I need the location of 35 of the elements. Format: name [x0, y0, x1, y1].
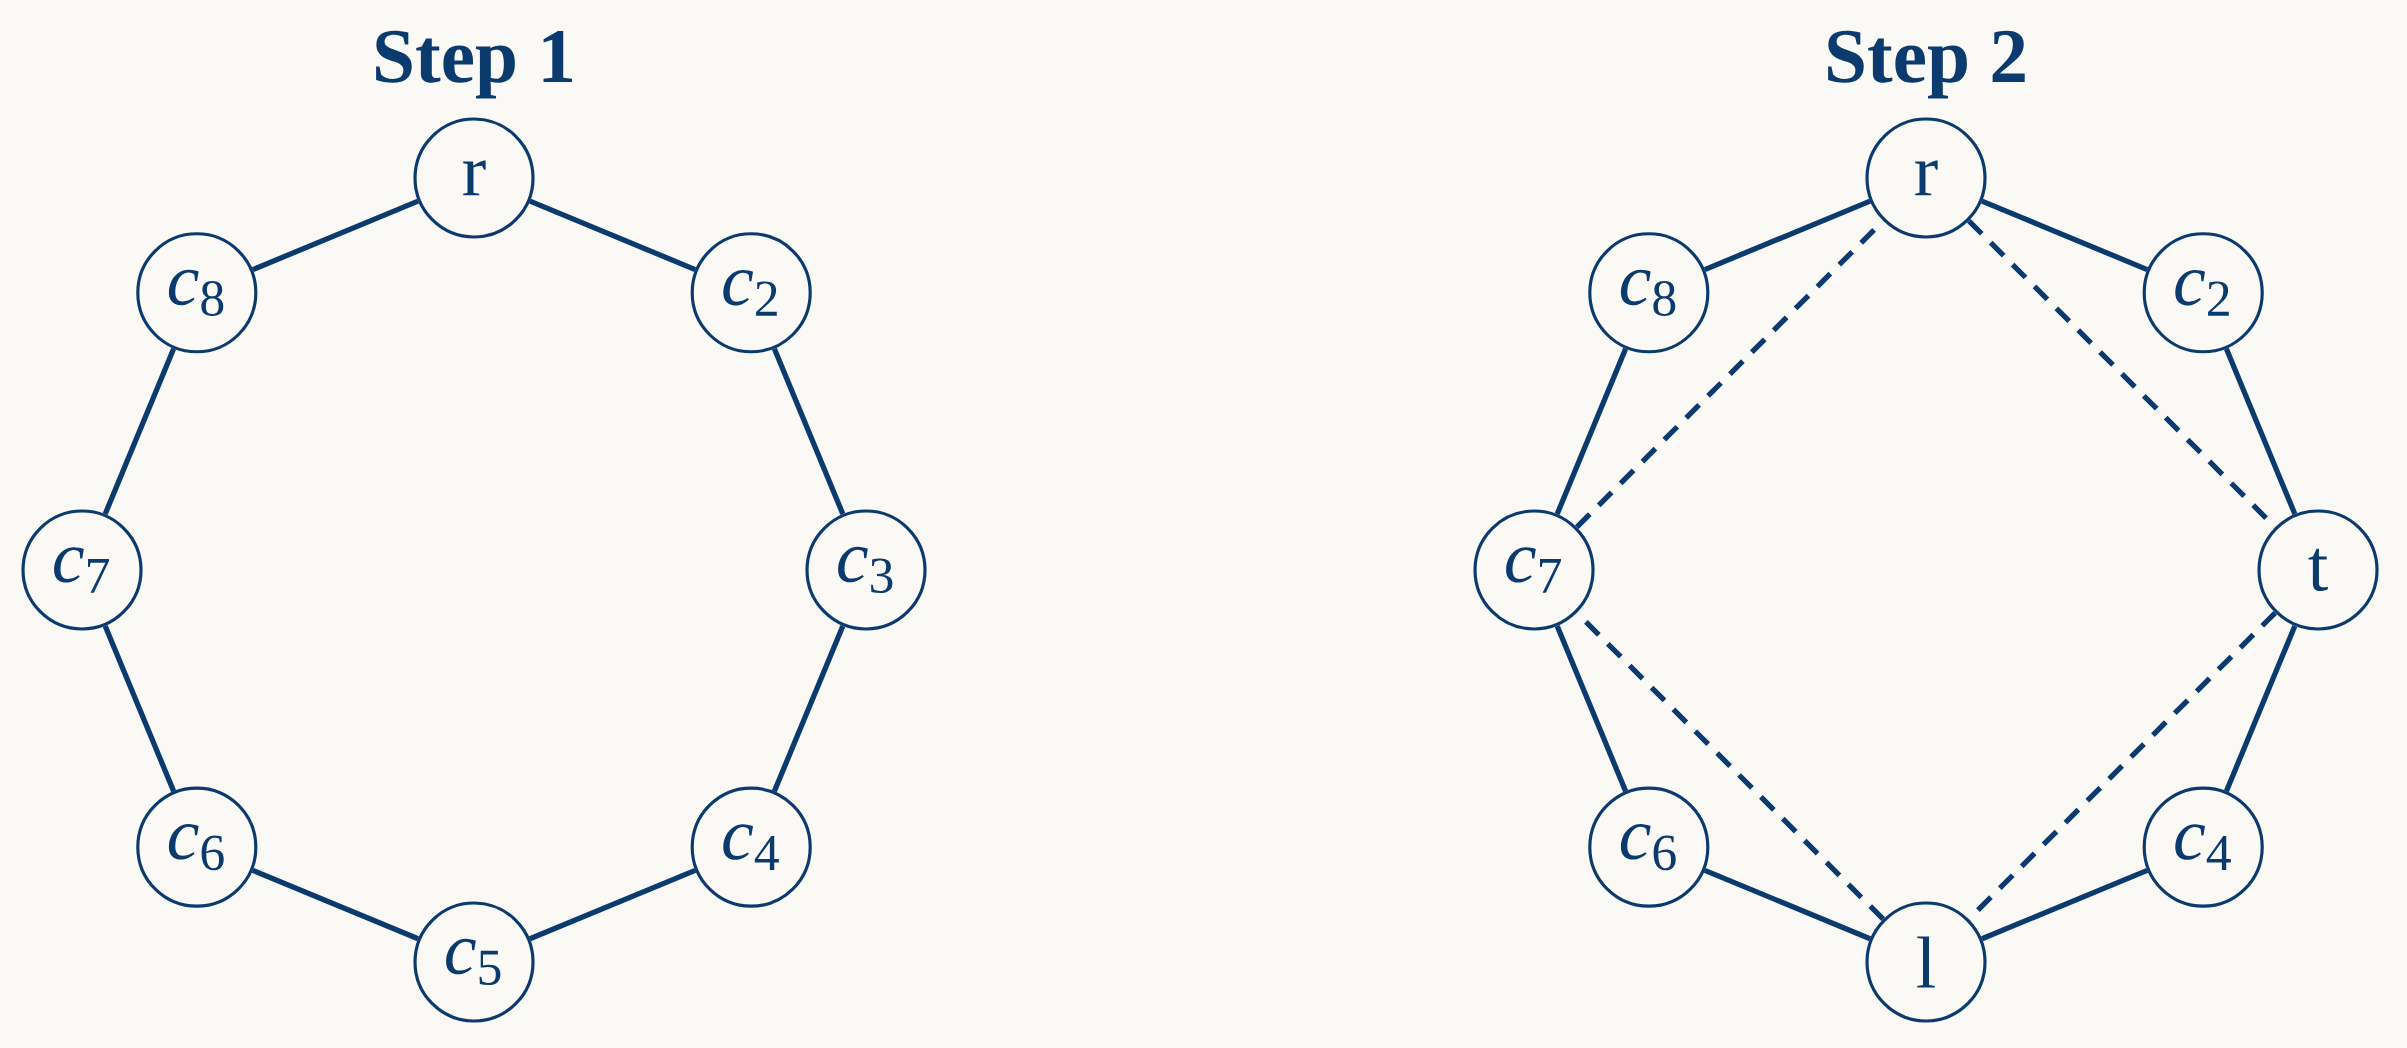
edge-line — [102, 624, 177, 793]
edge-line — [251, 198, 420, 273]
graph-node: c$_{2}$ — [2142, 232, 2264, 354]
edge-line — [771, 347, 846, 516]
edge-line — [251, 867, 420, 942]
edge-line — [1703, 198, 1872, 273]
edge-line — [529, 867, 697, 942]
edge-line — [1980, 867, 2149, 942]
edge-line — [1703, 867, 1872, 942]
edge-line — [529, 198, 697, 273]
graph-node: l — [1865, 901, 1987, 1023]
step-heading: Step 1 — [376, 30, 573, 99]
graph-node: t — [2257, 509, 2379, 631]
graph-node: c$_{2}$ — [690, 232, 812, 354]
edge-line — [771, 624, 846, 793]
edge-line — [102, 347, 177, 516]
graph-node: c$_{3}$ — [805, 509, 927, 631]
dashed-edge — [1967, 610, 2278, 921]
graph-node: r — [413, 117, 535, 239]
graph-node: c$_{7}$ — [1473, 509, 1595, 631]
graph-node: c$_{6}$ — [1588, 786, 1710, 908]
graph-node: c$_{5}$ — [413, 901, 535, 1023]
graph-node: c$_{6}$ — [136, 786, 258, 908]
graph-node: c$_{8}$ — [1588, 232, 1710, 354]
graph-node: r — [1865, 117, 1987, 239]
edge-line — [1554, 624, 1629, 793]
graph-node: c$_{4}$ — [690, 786, 812, 908]
step-heading: Step 2 — [1828, 30, 2025, 99]
graph-node: c$_{8}$ — [136, 232, 258, 354]
graph-node: c$_{7}$ — [21, 509, 143, 631]
edge-line — [2223, 347, 2298, 516]
edge-line — [2223, 624, 2298, 793]
edge-line — [1980, 198, 2149, 273]
edge-line — [1554, 347, 1629, 516]
graph-node: c$_{4}$ — [2142, 786, 2264, 908]
